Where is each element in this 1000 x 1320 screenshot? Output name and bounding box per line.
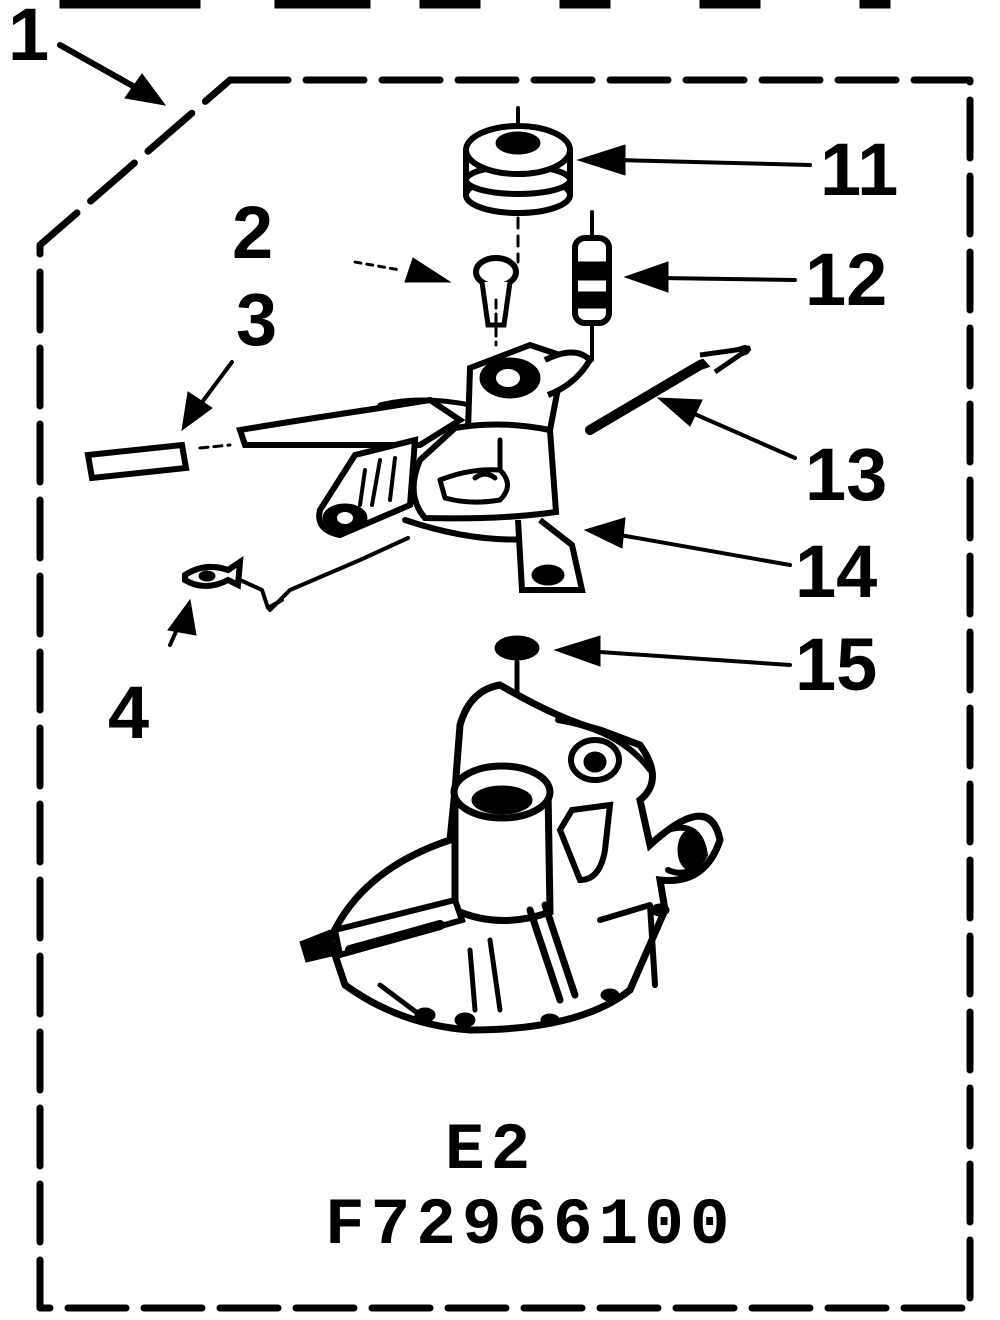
callout-4: 4 (108, 671, 149, 754)
leader-11 (576, 144, 812, 176)
callout-13: 13 (805, 433, 887, 516)
spring-part (572, 210, 612, 362)
section-code: E2 (445, 1113, 536, 1188)
pulley-part (463, 106, 573, 264)
clip-part (182, 556, 284, 610)
leader-15 (553, 635, 792, 667)
base-housing-part (299, 681, 724, 1034)
part-number: F72966100 (325, 1188, 735, 1263)
leader-12 (623, 261, 797, 293)
leader-14 (583, 517, 792, 567)
bracket-assembly-part (236, 341, 594, 612)
pad-part (84, 441, 232, 482)
callout-14: 14 (795, 530, 877, 613)
callout-2: 2 (232, 191, 273, 274)
leader-13 (656, 397, 797, 460)
leader-4 (167, 598, 197, 647)
callout-3: 3 (236, 278, 277, 361)
callout-15: 15 (795, 623, 877, 706)
top-edge-fragments (59, 0, 891, 9)
rod-part (585, 345, 752, 435)
screw-part (473, 255, 519, 347)
dashed-boundary-frame (36, 76, 974, 1312)
leader-3 (181, 360, 234, 432)
leader-2 (353, 257, 452, 283)
callout-12: 12 (805, 238, 887, 321)
callout-11: 11 (820, 128, 898, 211)
leader-1 (57, 42, 167, 106)
callout-1: 1 (8, 0, 49, 76)
